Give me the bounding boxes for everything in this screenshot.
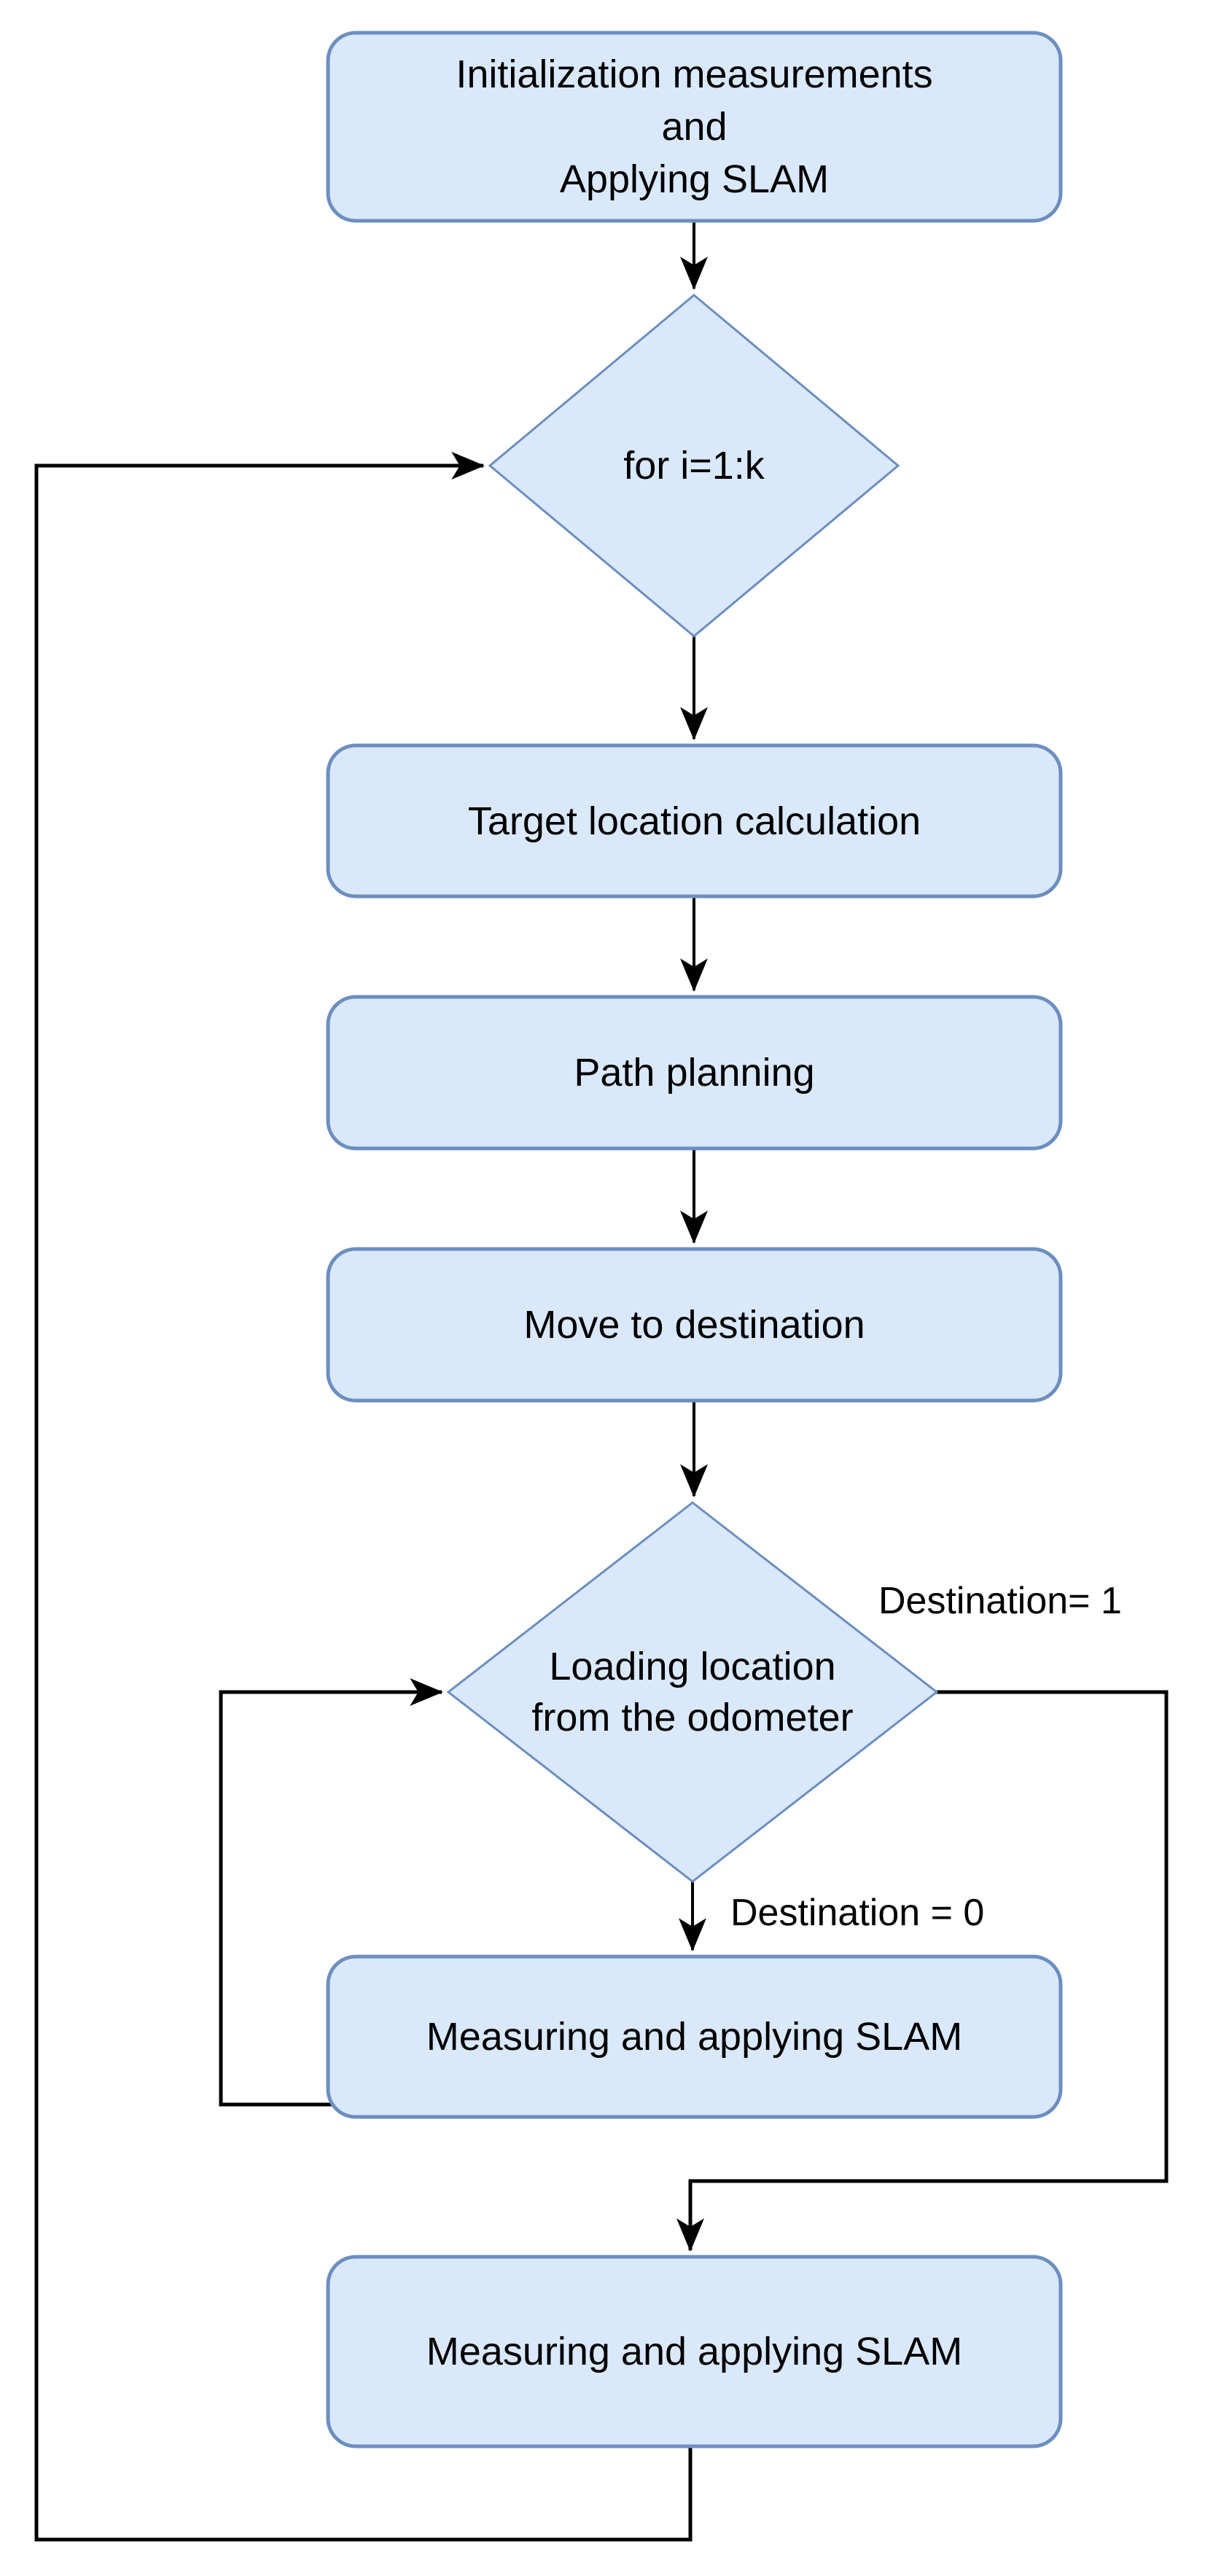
edge-label-destination-1: Destination= 1 bbox=[878, 1580, 1122, 1622]
node-label-forloop: for i=1:k bbox=[490, 295, 898, 636]
node-slam1-box bbox=[326, 1954, 1063, 2119]
node-label-forloop-line1: for i=1:k bbox=[623, 444, 765, 488]
node-init-box bbox=[326, 31, 1063, 223]
edge-slam2-back-to-forloop bbox=[34, 452, 693, 2542]
node-label-path: Path planning bbox=[328, 997, 1061, 1148]
node-label-init-line3: Applying SLAM bbox=[559, 157, 830, 201]
node-label-move-line1: Move to destination bbox=[523, 1303, 865, 1347]
node-label-target-line1: Target location calculation bbox=[467, 799, 921, 843]
node-label-init-line2: and bbox=[661, 105, 728, 149]
node-move-box bbox=[326, 1247, 1063, 1403]
edge-label-destination-0: Destination = 0 bbox=[730, 1892, 985, 1934]
node-target-box bbox=[326, 743, 1063, 899]
node-slam2-box bbox=[326, 2255, 1063, 2448]
node-label-init-line1: Initialization measurements bbox=[456, 52, 933, 96]
node-forloop-diamond bbox=[488, 294, 900, 638]
node-label-loading: Loading location from the odometer bbox=[448, 1503, 937, 1882]
node-label-loading-line1: Loading location bbox=[549, 1645, 836, 1688]
node-label-target: Target location calculation bbox=[328, 745, 1061, 896]
node-path-box bbox=[326, 995, 1063, 1151]
node-label-loading-line2: from the odometer bbox=[531, 1696, 854, 1739]
edge-loading-to-slam2-destination-1 bbox=[676, 1690, 1169, 2252]
node-label-slam1-line1: Measuring and applying SLAM bbox=[426, 2015, 963, 2059]
node-label-move: Move to destination bbox=[328, 1249, 1061, 1401]
node-label-slam2-line1: Measuring and applying SLAM bbox=[426, 2330, 963, 2373]
node-label-init: Initialization measurements and Applying… bbox=[328, 33, 1061, 221]
node-label-path-line1: Path planning bbox=[574, 1051, 815, 1095]
node-loading-diamond bbox=[446, 1501, 939, 1883]
edge-slam1-back-to-loading bbox=[219, 1678, 443, 2107]
node-label-slam2: Measuring and applying SLAM bbox=[328, 2257, 1061, 2446]
node-label-slam1: Measuring and applying SLAM bbox=[328, 1957, 1061, 2117]
